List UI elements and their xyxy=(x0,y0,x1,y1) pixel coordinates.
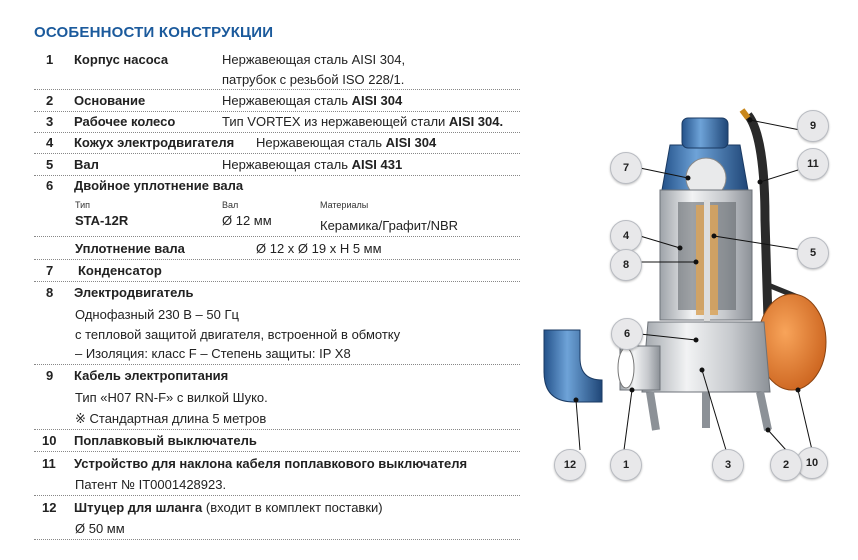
row-name: Электродвигатель xyxy=(74,285,194,300)
divider xyxy=(34,429,520,430)
row-value: Нержавеющая сталь AISI 304, xyxy=(222,52,406,67)
divider xyxy=(34,281,520,282)
hose-adapter xyxy=(543,329,603,403)
seal-lip-label: Уплотнение вала xyxy=(75,241,185,256)
handle xyxy=(681,117,729,149)
row-number: 3 xyxy=(46,114,54,129)
callout-7: 7 xyxy=(610,152,642,184)
callout-4: 4 xyxy=(610,220,642,252)
row-name: Устройство для наклона кабеля поплавково… xyxy=(74,456,468,471)
tilt-line-1: Патент № IT0001428923. xyxy=(75,477,227,492)
callout-9: 9 xyxy=(797,110,829,142)
row-name: Рабочее колесо xyxy=(74,114,176,129)
row-value-text: Нержавеющая сталь xyxy=(256,135,386,150)
motor-line-2: с тепловой защитой двигателя, встроенной… xyxy=(75,327,401,342)
seal-col-shaft: Вал xyxy=(222,200,239,210)
row-value: Нержавеющая сталь AISI 431 xyxy=(222,157,402,173)
row-value-bold: AISI 304 xyxy=(385,135,437,150)
pump-base xyxy=(641,321,771,393)
seal-lip-value: Ø 12 x Ø 19 x H 5 мм xyxy=(256,241,382,256)
row-number: 10 xyxy=(42,433,57,448)
seal-shaft: Ø 12 мм xyxy=(222,213,272,228)
seal-type: STA-12R xyxy=(75,213,129,228)
divider xyxy=(34,539,520,540)
row-number: 11 xyxy=(42,456,56,471)
callout-3: 3 xyxy=(712,449,744,481)
divider xyxy=(34,236,520,237)
outlet-opening xyxy=(617,347,635,389)
row-number: 7 xyxy=(46,263,54,278)
callout-12: 12 xyxy=(554,449,586,481)
row-name: Кабель электропитания xyxy=(74,368,229,383)
row-name: Корпус насоса xyxy=(74,52,169,67)
section-title: ОСОБЕННОСТИ КОНСТРУКЦИИ xyxy=(34,24,274,41)
row-number: 9 xyxy=(46,368,54,383)
row-value-text: Нержавеющая сталь xyxy=(222,93,352,108)
cable-shape xyxy=(744,112,773,321)
row-name: Вал xyxy=(74,157,99,172)
row-value: Тип VORTEX из нержавеющей стали AISI 304… xyxy=(222,114,503,130)
callout-1: 1 xyxy=(610,449,642,481)
row-number: 2 xyxy=(46,93,54,108)
divider xyxy=(34,132,520,133)
divider xyxy=(34,259,520,260)
pump-illustration xyxy=(543,108,827,451)
callout-6: 6 xyxy=(611,318,643,350)
callout-8: 8 xyxy=(610,249,642,281)
row-name: Двойное уплотнение вала xyxy=(74,178,244,193)
row-value-cont: патрубок с резьбой ISO 228/1. xyxy=(222,72,405,87)
motor-line-3: – Изоляция: класс F – Степень защиты: IP… xyxy=(75,346,351,361)
divider xyxy=(34,451,520,452)
row-name-bold: Штуцер для шланга xyxy=(74,500,203,515)
row-value: Нержавеющая сталь AISI 304 xyxy=(222,93,402,109)
row-number: 1 xyxy=(46,52,54,67)
divider xyxy=(34,153,520,154)
row-number: 5 xyxy=(46,157,54,172)
row-number: 12 xyxy=(42,500,57,515)
row-name: Поплавковый выключатель xyxy=(74,433,257,448)
row-number: 4 xyxy=(46,135,54,150)
row-name: Штуцер для шланга (входит в комплект пос… xyxy=(74,500,383,516)
row-name: Кожух электродвигателя xyxy=(74,135,235,150)
cable-line-2: ※ Стандартная длина 5 метров xyxy=(75,411,267,426)
row-value-text: Нержавеющая сталь xyxy=(222,157,352,172)
divider xyxy=(34,111,520,112)
callout-11: 11 xyxy=(797,148,829,180)
divider xyxy=(34,89,520,90)
pump-legs xyxy=(646,391,772,431)
divider xyxy=(34,175,520,176)
callout-5: 5 xyxy=(797,237,829,269)
row-value-text: Тип VORTEX из нержавеющей стали xyxy=(222,114,449,129)
seal-col-type: Тип xyxy=(75,200,91,210)
shaft-shape xyxy=(704,200,710,340)
divider xyxy=(34,364,520,365)
divider xyxy=(34,495,520,496)
cable-line-1: Тип «H07 RN-F» с вилкой Шуко. xyxy=(75,390,268,405)
callout-2: 2 xyxy=(770,449,802,481)
seal-col-materials: Материалы xyxy=(320,200,369,210)
row-name-suffix: (входит в комплект поставки) xyxy=(202,500,383,515)
row-number: 6 xyxy=(46,178,54,193)
cable-gland xyxy=(739,108,751,120)
row-value-bold: AISI 304. xyxy=(448,114,504,129)
hose-line-1: Ø 50 мм xyxy=(75,521,125,536)
row-name: Конденсатор xyxy=(78,263,162,278)
motor-line-1: Однофазный 230 В – 50 Гц xyxy=(75,307,239,322)
seal-materials: Керамика/Графит/NBR xyxy=(320,218,459,233)
leader-lines xyxy=(573,117,813,451)
row-value: Нержавеющая сталь AISI 304 xyxy=(256,135,436,151)
row-value-bold: AISI 304 xyxy=(351,93,403,108)
row-name: Основание xyxy=(74,93,146,108)
row-number: 8 xyxy=(46,285,54,300)
row-value-bold: AISI 431 xyxy=(351,157,403,172)
